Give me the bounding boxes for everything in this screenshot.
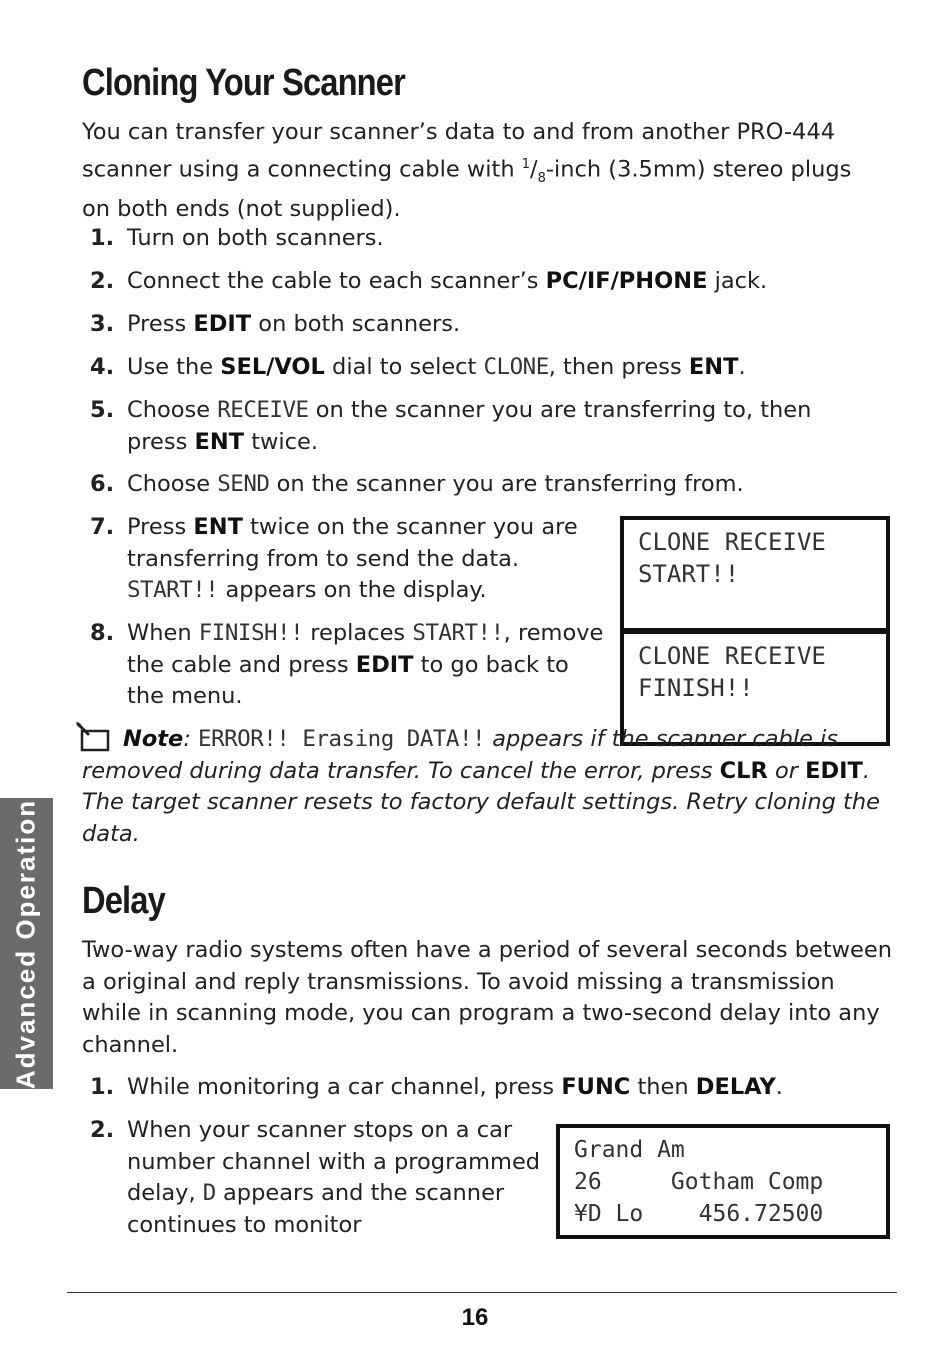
delay-step-2: 2. When your scanner stops on a car numb… bbox=[90, 1117, 541, 1238]
lcd-display-delay: Grand Am 26 Gotham Comp ¥D Lo 456.72500 bbox=[556, 1124, 890, 1239]
cloning-step-4: 4. Use the SEL/VOL dial to select CLONE,… bbox=[90, 354, 746, 380]
footer-rule bbox=[67, 1292, 897, 1293]
section-title-cloning: Cloning Your Scanner bbox=[82, 62, 406, 104]
page-number: 16 bbox=[461, 1304, 489, 1331]
cloning-step-3: 3. Press EDIT on both scanners. bbox=[90, 311, 461, 337]
cloning-step-6: 6. Choose SEND on the scanner you are tr… bbox=[90, 471, 744, 497]
cloning-intro: You can transfer your scanner’s data to … bbox=[82, 119, 852, 222]
cloning-step-2: 2. Connect the cable to each scanner’s P… bbox=[90, 268, 768, 294]
note-paragraph: Note: ERROR!! Erasing DATA!! appears if … bbox=[82, 726, 880, 847]
delay-step-1: 1. While monitoring a car channel, press… bbox=[90, 1074, 783, 1100]
cloning-step-1: 1. Turn on both scanners. bbox=[90, 225, 384, 251]
lcd-display-clone-finish: CLONE RECEIVE FINISH!! bbox=[620, 630, 890, 746]
side-tab-advanced-operation: Advanced Operation bbox=[0, 798, 53, 1089]
delay-intro: Two-way radio systems often have a perio… bbox=[82, 937, 892, 1058]
note-pencil-icon bbox=[76, 722, 110, 752]
cloning-step-7: 7. Press ENT twice on the scanner you ar… bbox=[90, 514, 578, 603]
section-title-delay: Delay bbox=[82, 880, 166, 922]
cloning-step-8: 8. When FINISH!! replaces START!!, remov… bbox=[90, 620, 604, 709]
lcd-display-clone-start: CLONE RECEIVE START!! bbox=[620, 516, 890, 632]
cloning-step-5: 5. Choose RECEIVE on the scanner you are… bbox=[90, 397, 812, 455]
